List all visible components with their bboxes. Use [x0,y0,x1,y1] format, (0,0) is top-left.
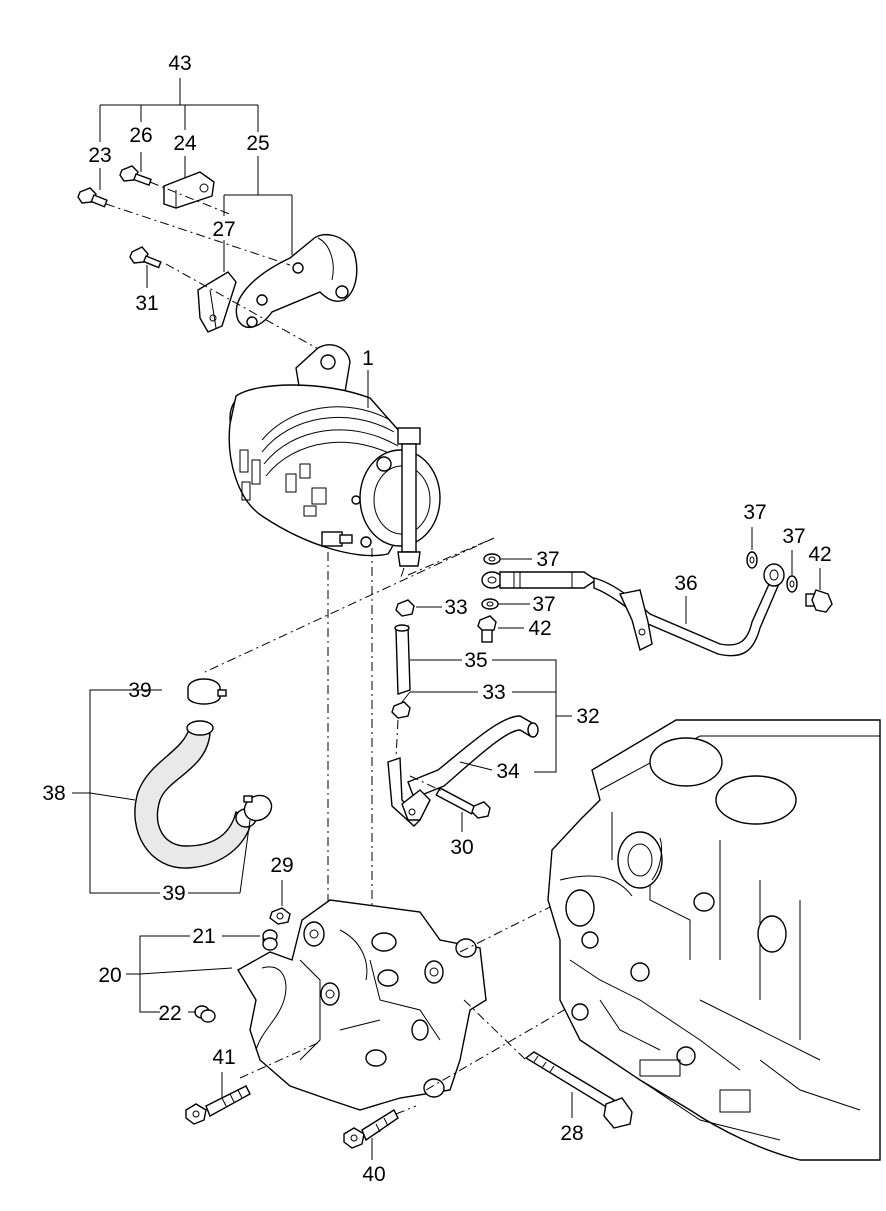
washer-37-right-bottom [786,575,798,593]
bracket-assembly [77,78,358,351]
part-number-labels: 1 20 21 22 23 24 25 26 27 28 29 30 31 32… [42,52,831,1186]
bolt-40 [343,1108,399,1149]
label-37-b: 37 [532,593,555,616]
bolt-30 [435,787,491,819]
engine-block [547,719,881,1161]
label-42-right: 42 [808,543,831,566]
label-39-bottom: 39 [162,882,185,905]
label-23: 23 [88,144,111,167]
oil-line-assembly [387,599,572,832]
label-26: 26 [129,124,152,147]
clamp-39-top [187,678,227,705]
label-1: 1 [362,347,374,370]
bushing-21 [262,929,278,951]
label-28: 28 [560,1122,583,1145]
bolt-26 [119,165,152,187]
label-38: 38 [42,782,65,805]
nut-33-top [395,599,415,617]
label-31: 31 [135,292,158,315]
label-39-top: 39 [128,679,151,702]
hose-assembly [72,678,273,894]
oil-pipe-assembly [477,527,833,657]
label-42-left: 42 [528,617,551,640]
label-41: 41 [212,1046,235,1069]
nut-33-lower [391,701,411,719]
label-37-c: 37 [743,501,766,524]
clip-24 [163,171,215,209]
clamp-39-bottom [243,794,273,822]
label-32: 32 [576,705,599,728]
label-24: 24 [173,132,197,155]
washer-37-right-top [746,551,758,569]
mounting-bracket-assembly [126,880,487,1111]
bolt-23 [77,187,108,208]
label-40: 40 [362,1163,385,1186]
bushing-22 [194,1005,216,1023]
nut-29 [269,907,291,925]
banjo-bolt-42-right [805,589,833,613]
label-35: 35 [464,649,487,672]
bracket-25 [235,233,358,329]
label-34: 34 [496,760,520,783]
label-37-d: 37 [782,525,805,548]
label-20: 20 [98,964,121,987]
label-37-a: 37 [536,548,559,571]
bolt-28 [524,1051,633,1129]
label-43: 43 [168,52,191,75]
label-27: 27 [212,218,235,241]
washer-37-left-bottom [481,598,499,610]
label-21: 21 [192,925,215,948]
label-25: 25 [246,132,269,155]
label-33-lower: 33 [482,681,505,704]
label-30: 30 [450,836,473,859]
label-29: 29 [270,854,293,877]
label-22: 22 [158,1002,181,1025]
label-33-top: 33 [444,596,467,619]
banjo-bolt-42-left [477,615,497,643]
bolt-41 [185,1085,251,1125]
label-36: 36 [674,572,697,595]
alternator [228,344,441,567]
bracket-27 [197,271,237,333]
bolt-31 [129,246,162,269]
washer-37-left-top [483,553,501,565]
